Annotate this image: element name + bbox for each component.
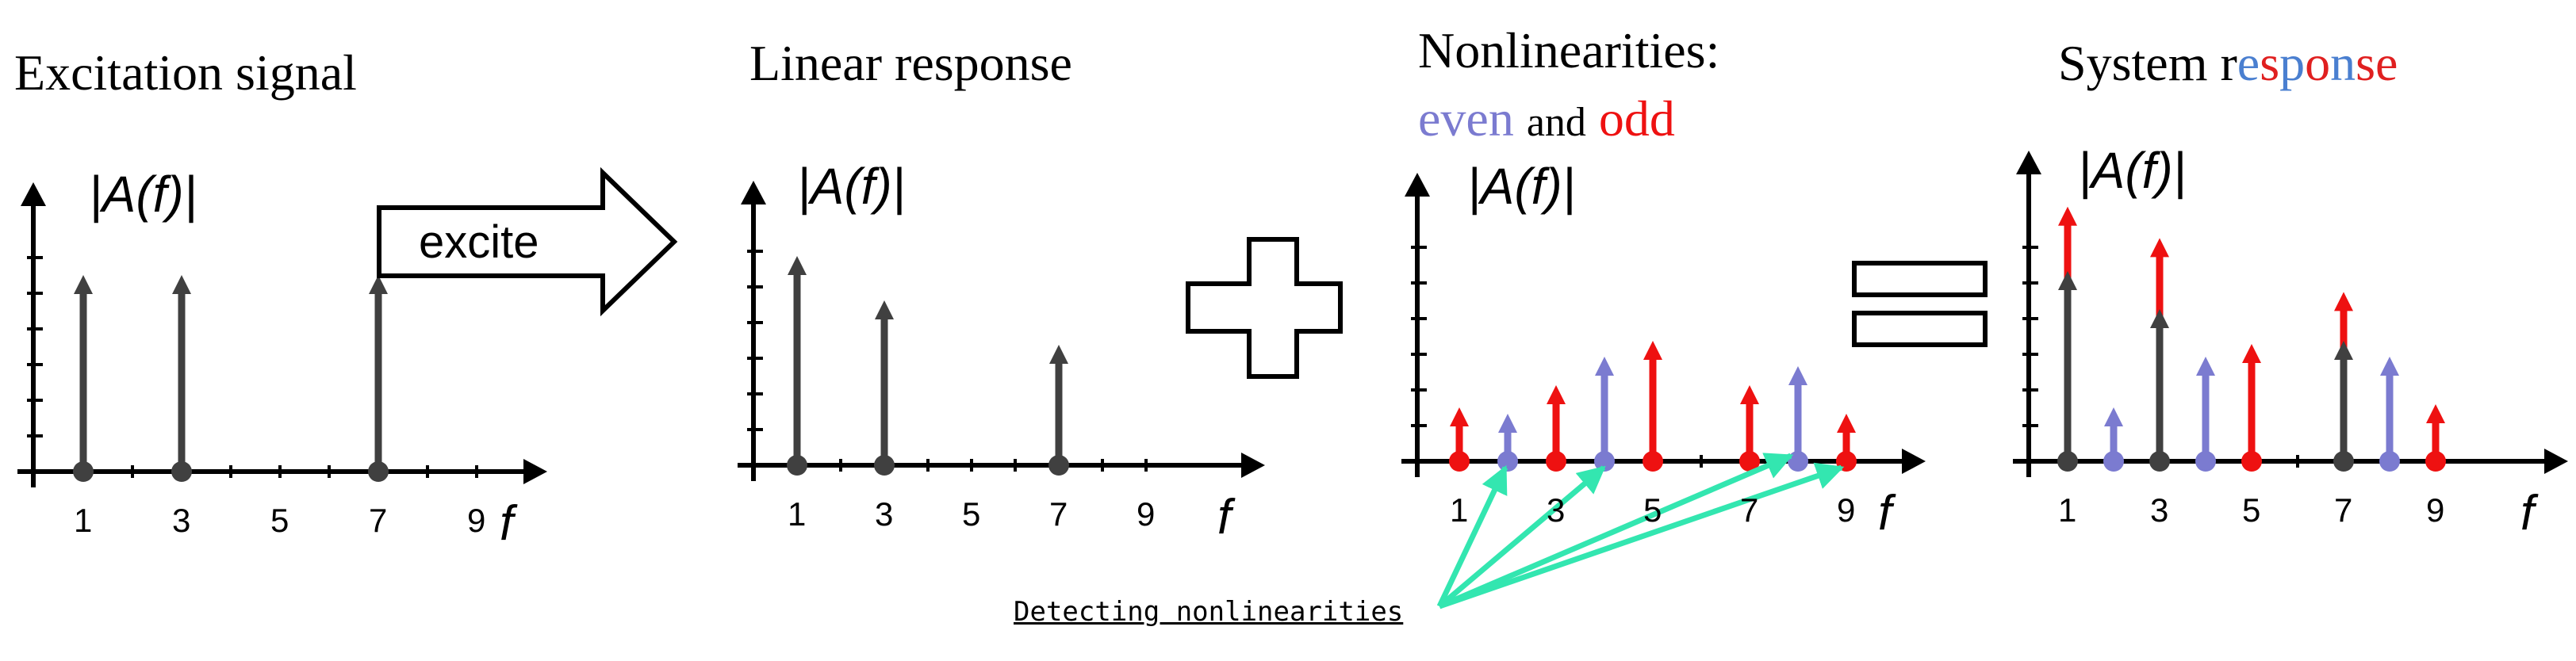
peak-p3-f4 xyxy=(1595,357,1614,461)
equals-bottom-bar xyxy=(1852,311,1988,347)
peak-p1-f7 xyxy=(369,275,388,472)
panel-title-excitation: Excitation signal xyxy=(14,44,357,101)
ylabel-excitation: |A(f)| xyxy=(89,166,197,223)
title-part-3: s xyxy=(2260,35,2280,91)
x-axis-symbol-f: f xyxy=(500,496,514,551)
xtick-label: 3 xyxy=(172,502,191,539)
and-label: and xyxy=(1526,100,1586,145)
peak-dot-p3-f3 xyxy=(1546,451,1566,472)
title-part-5: o xyxy=(2305,35,2331,91)
xtick-label: 5 xyxy=(962,495,981,533)
xtick-label: 7 xyxy=(1049,495,1068,533)
title-part-7: s xyxy=(2356,35,2375,91)
excite-arrow xyxy=(377,166,678,317)
panel-title-nonlinear: Nonlinearities: xyxy=(1418,22,1720,78)
peak-dot-p4-f4 xyxy=(2195,451,2216,472)
xtick-label: 5 xyxy=(270,502,289,539)
odd-label: odd xyxy=(1598,90,1675,147)
peak-p4-f3 xyxy=(2150,309,2169,461)
peak-p3-f7 xyxy=(1740,385,1759,461)
axes-panel-4 xyxy=(2013,151,2568,477)
xtick-label: 3 xyxy=(875,495,894,533)
x-axis-symbol-f: f xyxy=(2520,486,2535,541)
panel-title-linear: Linear response xyxy=(749,35,1072,91)
xtick-label: 5 xyxy=(1643,491,1662,529)
peak-dot-p4-f9 xyxy=(2425,451,2446,472)
xtick-label: 9 xyxy=(2426,491,2445,529)
peak-p3-f3 xyxy=(1547,385,1566,461)
x-axis-symbol-f: f xyxy=(1217,490,1232,544)
title-part-6: n xyxy=(2330,35,2356,91)
ylabel-linear: |A(f)| xyxy=(797,158,906,215)
title-part-1: System r xyxy=(2058,35,2237,91)
peak-p1-f3 xyxy=(172,275,191,472)
detecting-nonlinearities-caption: Detecting nonlinearities xyxy=(1014,596,1404,628)
peak-dot-p3-f7 xyxy=(1739,451,1760,472)
panel-subtitle-nonlinear: even and odd xyxy=(1418,94,1675,144)
peak-dot-p4-f2 xyxy=(2103,451,2124,472)
detection-arrow-2 xyxy=(1437,465,1606,609)
excite-label: excite xyxy=(419,216,539,268)
detection-arrow-1 xyxy=(1436,464,1508,608)
title-part-2: e xyxy=(2237,35,2260,91)
xtick-label: 1 xyxy=(788,495,807,533)
peak-dot-p3-f8 xyxy=(1788,451,1808,472)
even-label: even xyxy=(1418,90,1514,147)
peak-dot-p2-f1 xyxy=(787,455,807,476)
peak-dot-p3-f4 xyxy=(1594,451,1615,472)
peak-p2-f3 xyxy=(875,300,894,465)
xtick-label: 1 xyxy=(74,502,93,539)
title-part-4: p xyxy=(2279,35,2306,91)
peak-p4-f8 xyxy=(2380,357,2399,461)
peak-p4-f4 xyxy=(2196,357,2215,461)
xtick-label: 5 xyxy=(2242,491,2261,529)
x-axis-symbol-f: f xyxy=(1878,486,1892,541)
peak-p4-f7 xyxy=(2334,341,2353,461)
peak-dot-p4-f1 xyxy=(2057,451,2078,472)
detection-arrow-4 xyxy=(1438,462,1845,609)
xtick-label: 7 xyxy=(2334,491,2353,529)
detection-arrows xyxy=(1436,453,1845,609)
peak-dot-p2-f7 xyxy=(1048,455,1069,476)
ylabel-system: |A(f)| xyxy=(2078,142,2187,199)
peak-p2-f7 xyxy=(1049,345,1068,465)
peak-p4-f5 xyxy=(2242,344,2261,461)
peak-p1-f1 xyxy=(74,275,93,472)
peak-dot-p3-f5 xyxy=(1643,451,1663,472)
xtick-label: 3 xyxy=(2150,491,2169,529)
peak-dot-p3-f2 xyxy=(1497,451,1518,472)
detection-arrow-3 xyxy=(1438,453,1794,609)
peak-dot-p1-f1 xyxy=(73,461,94,482)
peak-dot-p1-f7 xyxy=(368,461,389,482)
peak-dot-p4-f3 xyxy=(2149,451,2170,472)
xtick-label: 1 xyxy=(2058,491,2077,529)
xtick-label: 1 xyxy=(1450,491,1469,529)
xtick-label: 9 xyxy=(1837,491,1856,529)
peak-dot-p1-f3 xyxy=(171,461,192,482)
xtick-label: 7 xyxy=(1740,491,1759,529)
peak-p3-f5 xyxy=(1643,341,1662,461)
peak-p4-f1 xyxy=(2058,271,2077,461)
panel-title-system: System response xyxy=(2058,38,2398,89)
peak-p3-f8 xyxy=(1788,366,1807,461)
equals-top-bar xyxy=(1852,261,1988,297)
xtick-label: 7 xyxy=(369,502,388,539)
title-part-8: e xyxy=(2375,35,2398,91)
xtick-label: 3 xyxy=(1547,491,1566,529)
peak-dot-p3-f1 xyxy=(1449,451,1470,472)
xtick-label: 9 xyxy=(467,502,486,539)
plus-sign xyxy=(1186,237,1343,379)
xtick-label: 9 xyxy=(1137,495,1156,533)
ylabel-nonlinear: |A(f)| xyxy=(1467,158,1576,215)
peak-dot-p4-f7 xyxy=(2333,451,2354,472)
peak-dot-p4-f5 xyxy=(2241,451,2262,472)
peak-dot-p2-f3 xyxy=(874,455,895,476)
peak-p2-f1 xyxy=(788,256,807,465)
peak-dot-p4-f8 xyxy=(2379,451,2400,472)
